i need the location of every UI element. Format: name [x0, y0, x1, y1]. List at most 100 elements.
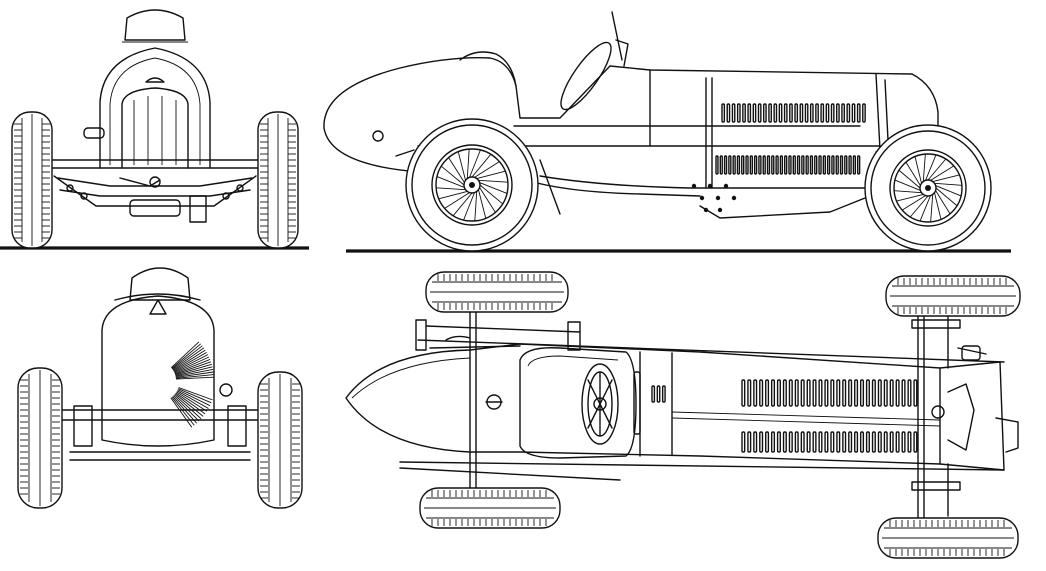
- louver-slot: [804, 103, 809, 123]
- louver-slot: [830, 431, 835, 453]
- louver-slot: [759, 431, 764, 453]
- hatch-line: [176, 391, 208, 412]
- louver-slot: [801, 155, 805, 175]
- louver-slot: [883, 431, 888, 453]
- louver-slot: [835, 155, 839, 175]
- louver-slot: [758, 155, 762, 175]
- wheel-spoke: [935, 190, 951, 215]
- louver-slot: [745, 155, 749, 175]
- wheel-spoke: [919, 195, 931, 222]
- louver-slot: [728, 155, 732, 175]
- louver-slot: [792, 155, 796, 175]
- louver-slot: [753, 155, 758, 175]
- louver-slot: [895, 431, 900, 453]
- front-badge: [145, 77, 165, 83]
- hatch-line: [178, 388, 212, 404]
- wheel-spoke: [474, 161, 500, 178]
- louver-slot: [796, 155, 801, 175]
- louver-slot: [763, 103, 767, 123]
- front-headrest: [124, 9, 186, 41]
- louver-slot: [825, 103, 830, 123]
- hatch-line: [172, 349, 206, 371]
- hatch-line: [170, 341, 200, 369]
- wheel-spoke: [444, 192, 470, 209]
- louver-slot: [857, 155, 861, 175]
- wheel-spoke: [476, 170, 506, 179]
- louver-slot: [818, 155, 822, 175]
- side-louvers-lower: [715, 155, 861, 175]
- front-sump: [129, 199, 181, 217]
- wheel-spoke: [474, 191, 478, 221]
- wheel-spoke: [932, 174, 960, 182]
- louver-slot: [759, 379, 764, 407]
- louver-slot: [762, 155, 766, 175]
- louver-slot: [854, 379, 859, 407]
- louver-slot: [824, 379, 829, 407]
- louver-slot: [862, 103, 866, 123]
- wheel-spoke: [441, 165, 465, 186]
- rear-view: [17, 267, 303, 509]
- side-rear-wheel: [864, 124, 992, 252]
- top-nose-filler-cap: [485, 394, 503, 410]
- louver-slot: [651, 385, 656, 403]
- rear-left-tyre: [17, 367, 63, 509]
- louver-slot: [752, 103, 757, 123]
- side-front-wheel: [405, 118, 539, 252]
- louver-slot: [913, 431, 918, 453]
- rear-shading-lower: [170, 387, 213, 428]
- rear-filler-cap: [149, 299, 167, 315]
- louver-slot: [741, 431, 746, 453]
- louver-slot: [782, 431, 787, 453]
- louver-slot: [736, 155, 741, 175]
- wheel-spoke: [925, 154, 937, 181]
- louver-slot: [836, 103, 840, 123]
- front-leaf-spring: [57, 177, 253, 187]
- wheel-spoke: [471, 154, 492, 178]
- side-view: [323, 11, 1011, 253]
- louver-slot: [732, 155, 736, 175]
- side-steering-wheel: [560, 41, 612, 111]
- louver-slot: [719, 155, 723, 175]
- louver-slot: [812, 431, 817, 453]
- louver-slot: [775, 155, 779, 175]
- louver-slot: [820, 103, 825, 123]
- louver-slot: [715, 155, 719, 175]
- louver-slot: [839, 155, 844, 175]
- louver-slot: [841, 103, 845, 123]
- louver-slot: [753, 431, 758, 453]
- louver-slot: [800, 379, 805, 407]
- louver-slot: [776, 379, 781, 407]
- top-rear-tail: [939, 361, 1005, 471]
- louver-slot: [854, 431, 859, 453]
- wheel-spoke: [898, 169, 921, 189]
- hatch-line: [174, 356, 210, 374]
- wheel-spoke: [901, 195, 926, 211]
- louver-slot: [848, 431, 853, 453]
- wheel-spoke: [922, 154, 926, 182]
- wheel-spoke: [930, 165, 955, 181]
- louver-slot: [784, 155, 788, 175]
- louver-slot: [895, 379, 900, 407]
- hatch-line: [175, 376, 214, 380]
- wheel-spoke: [479, 187, 496, 213]
- louver-slot: [856, 103, 861, 123]
- louver-slot: [747, 103, 752, 123]
- top-cockpit: [519, 347, 637, 459]
- side-body-outline: [323, 57, 939, 173]
- louver-slot: [788, 431, 793, 453]
- louver-slot: [747, 431, 752, 453]
- wheel-spoke: [478, 189, 487, 219]
- wheel-spoke: [438, 191, 468, 200]
- hatch-line: [172, 347, 205, 371]
- front-radiator-grille: [121, 87, 189, 169]
- front-view: [0, 9, 309, 250]
- wheel-spoke: [469, 149, 481, 178]
- top-louvers-upper: [651, 379, 918, 407]
- hatch-line: [170, 397, 193, 428]
- hatch-line: [177, 389, 211, 407]
- louver-slot: [877, 379, 882, 407]
- wheel-spoke: [905, 161, 921, 186]
- louver-slot: [836, 379, 841, 407]
- louver-slot: [770, 431, 776, 453]
- hatch-line: [173, 354, 209, 373]
